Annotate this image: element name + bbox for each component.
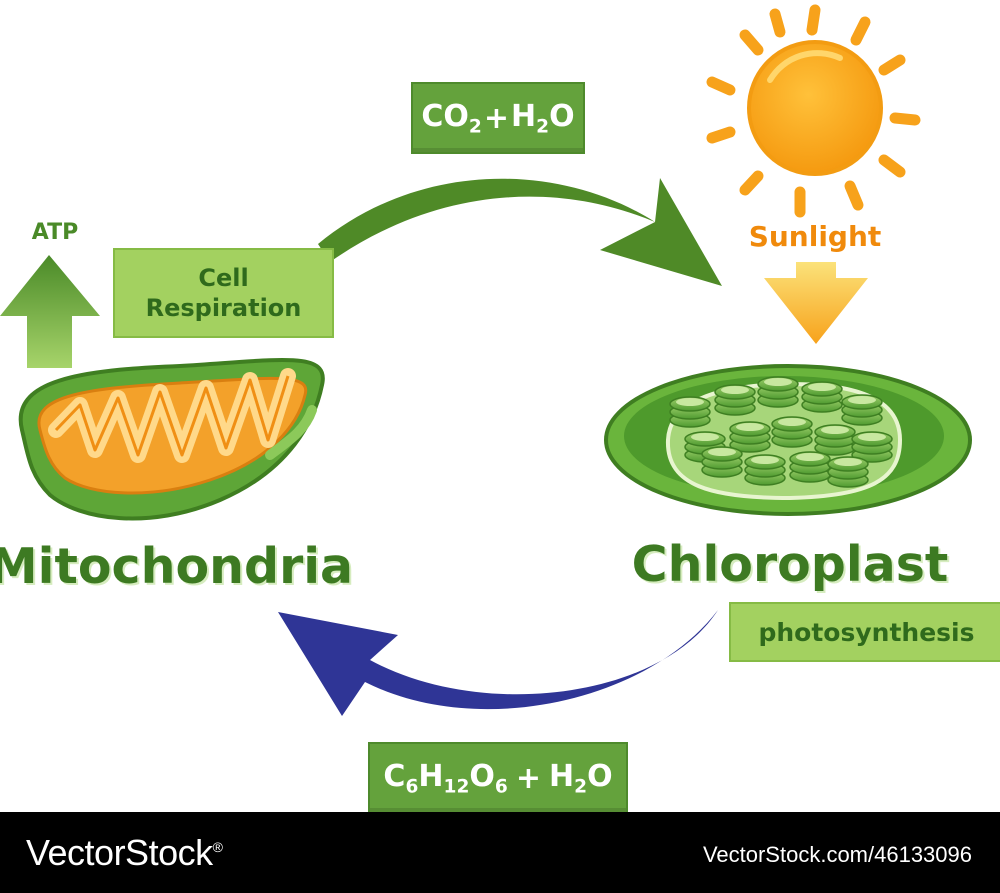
curved-arrow-bottom [278, 610, 718, 716]
granum-stack [814, 424, 856, 456]
h2o-text: H2O [549, 758, 613, 798]
granum-stack [757, 376, 799, 408]
curved-arrow-top [318, 178, 722, 286]
sun-icon [706, 4, 921, 218]
down-arrow-icon [764, 262, 868, 344]
granum-stack [841, 394, 883, 426]
glucose-water-formula-label: C6H12O6 + H2O [368, 742, 628, 814]
cell-respiration-line1: Cell [198, 264, 249, 292]
image-id-text: VectorStock.com/46133096 [702, 842, 972, 867]
granum-stack [771, 416, 813, 448]
chloroplast-title: Chloroplast [631, 535, 949, 593]
granum-stack [729, 421, 771, 453]
glucose-text: C6H12O6 [383, 758, 508, 798]
granum-stack [714, 384, 756, 416]
up-arrow-icon [0, 255, 100, 368]
photosynthesis-label: photosynthesis [729, 602, 1000, 662]
cell-respiration-label: Cell Respiration [113, 248, 334, 338]
cell-respiration-line2: Respiration [145, 294, 302, 322]
chloroplast-icon [604, 364, 972, 516]
atp-label: ATP [31, 219, 79, 245]
diagram-canvas [0, 4, 972, 716]
sunlight-label: Sunlight [748, 219, 882, 253]
brand-logo: VectorStock® [26, 832, 223, 873]
granum-stack [669, 396, 711, 428]
mitochondria-icon [18, 357, 325, 521]
h2o-text: H2O [511, 98, 575, 138]
granum-stack [801, 381, 843, 413]
co2-h2o-formula-label: CO2 + H2O [411, 82, 585, 154]
plus-sign: + [515, 760, 541, 796]
plus-sign: + [483, 100, 510, 136]
grana-stacks [669, 376, 893, 488]
footer-bar: VectorStock® VectorStock.com/46133096 [0, 812, 1000, 893]
granum-stack [701, 446, 743, 478]
granum-stack [827, 456, 869, 488]
granum-stack [789, 451, 831, 483]
granum-stack [744, 454, 786, 486]
co2-text: CO2 [421, 98, 482, 138]
mitochondria-title: Mitochondria [0, 537, 354, 595]
